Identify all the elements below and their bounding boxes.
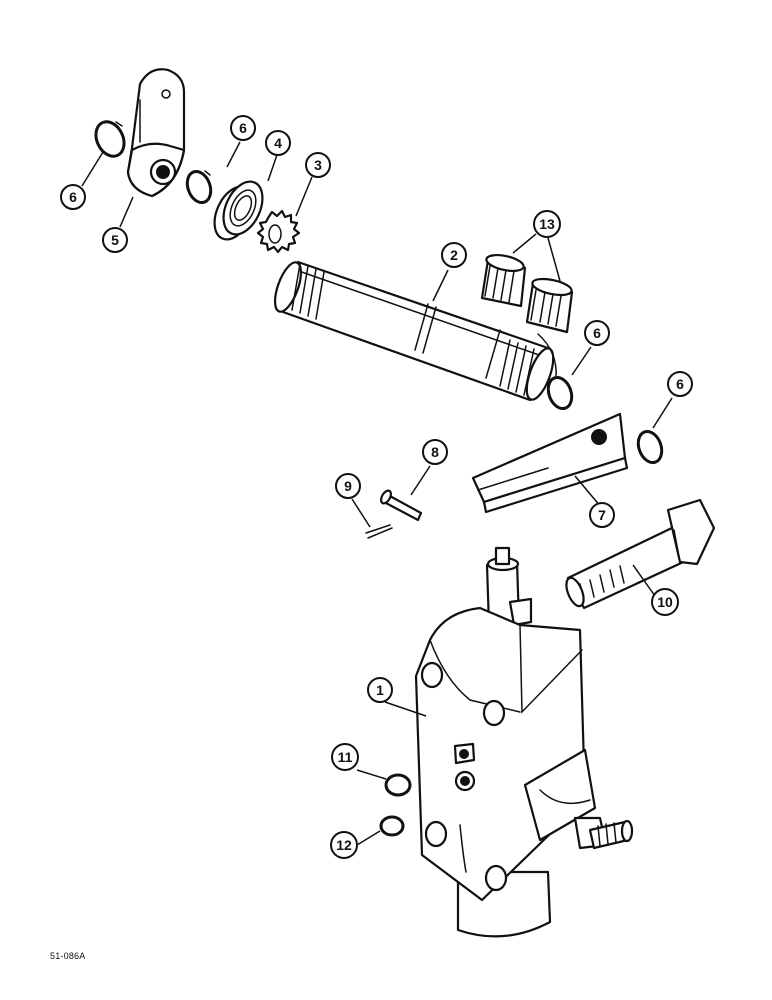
callout-label: 9: [344, 478, 352, 494]
callout-label: 6: [593, 325, 601, 341]
splined-shaft: [273, 260, 557, 402]
callout-label: 13: [539, 216, 555, 232]
callout-1[interactable]: 1: [367, 677, 393, 703]
callout-10[interactable]: 10: [651, 588, 679, 616]
snap-ring-right: [636, 430, 664, 464]
fork-lever: [471, 412, 629, 514]
drawing-code: 51-086A: [50, 951, 86, 961]
callout-label: 11: [338, 749, 353, 765]
seal: [213, 180, 264, 241]
callout-label: 2: [450, 247, 458, 263]
callout-7[interactable]: 7: [589, 502, 615, 528]
needle-bearing-2: [525, 277, 574, 334]
callout-label: 6: [239, 120, 247, 136]
needle-bearings: [480, 253, 574, 334]
callout-leaders: [81, 141, 673, 846]
snap-ring-upper: [185, 170, 213, 204]
lock-washer: [256, 209, 301, 254]
callout-label: 8: [431, 444, 439, 460]
callout-6-a[interactable]: 6: [60, 184, 86, 210]
callout-label: 1: [376, 682, 384, 698]
callout-6-b[interactable]: 6: [230, 115, 256, 141]
needle-bearing-1: [480, 253, 527, 308]
callout-label: 7: [598, 507, 606, 523]
callout-label: 3: [314, 157, 322, 173]
cotter-pin: [365, 524, 393, 539]
callout-label: 6: [676, 376, 684, 392]
callout-5[interactable]: 5: [102, 227, 128, 253]
callout-label: 5: [111, 232, 119, 248]
callout-4[interactable]: 4: [265, 130, 291, 156]
o-ring-upper: [384, 773, 412, 797]
callout-13[interactable]: 13: [533, 210, 561, 238]
housing: [414, 546, 634, 938]
callout-3[interactable]: 3: [305, 152, 331, 178]
snap-ring-left: [94, 120, 126, 158]
callout-9[interactable]: 9: [335, 473, 361, 499]
bolt: [565, 498, 716, 610]
callout-label: 12: [336, 837, 352, 853]
snap-ring-shaft-end: [546, 376, 574, 410]
lever-arm: [126, 68, 186, 198]
callout-12[interactable]: 12: [330, 831, 358, 859]
callout-label: 10: [657, 594, 673, 610]
callout-label: 4: [274, 135, 282, 151]
callouts: 6 5 6 4 3 2 13 6: [60, 115, 693, 859]
callout-6-d[interactable]: 6: [667, 371, 693, 397]
callout-11[interactable]: 11: [331, 743, 359, 771]
callout-2[interactable]: 2: [441, 242, 467, 268]
o-ring-lower: [379, 815, 405, 837]
clevis-pin: [379, 489, 423, 522]
callout-label: 6: [69, 189, 77, 205]
callout-6-c[interactable]: 6: [584, 320, 610, 346]
callout-8[interactable]: 8: [422, 439, 448, 465]
